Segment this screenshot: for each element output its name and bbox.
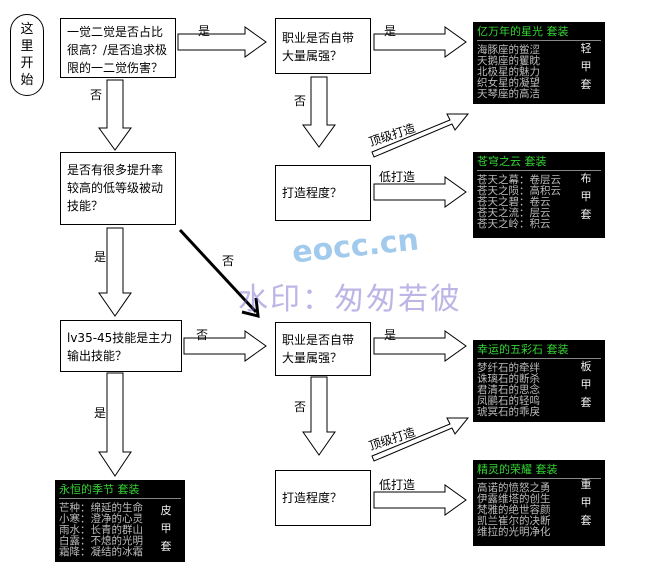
panel-item: 雨水：长青的群山 — [59, 524, 143, 536]
arrow-q4-yes — [98, 227, 132, 317]
panel-type: 皮 — [160, 504, 172, 517]
panel-item: 苍天之流：层云 — [477, 207, 551, 219]
arrow-q3-low — [373, 176, 467, 208]
edge-label: 是 — [198, 24, 211, 38]
edge-label: 低打造 — [379, 478, 416, 492]
node-q7: 打造程度？ — [275, 470, 371, 526]
arrow-q2-no — [302, 76, 336, 148]
arrow-q4-no-head — [241, 297, 260, 318]
arrow-q6-top — [371, 417, 470, 462]
panel-item: 梦纤石的牵绊 — [477, 362, 540, 374]
panel-type: 套 — [580, 396, 592, 409]
start-node: 这里开始 — [10, 14, 44, 96]
edge-label: 是 — [94, 406, 107, 420]
node-q4: 是否有很多提升率较高的低等级被动技能？ — [60, 152, 176, 225]
edge-label: 否 — [196, 328, 209, 342]
panel-title: 亿万年的星光 套装 — [477, 24, 601, 41]
panel-item: 维拉的光明净化 — [477, 526, 551, 538]
equipment-panel: 幸运的五彩石 套装 梦纤石的牵绊 诛璃石的断杀 君清石的思念 凤鹂石的轻鸣 琥冥… — [473, 340, 605, 422]
panel-item: 芒种：绵延的生命 — [59, 502, 143, 514]
edge-label: 低打造 — [379, 170, 416, 184]
panel-type: 甲 — [160, 522, 172, 535]
panel-item: 诛璃石的断杀 — [477, 373, 540, 385]
panel-title: 精灵的荣耀 套装 — [477, 462, 601, 479]
panel-item: 凯兰崔尔的决断 — [477, 515, 551, 527]
node-q2: 职业是否自带大量属强？ — [275, 18, 371, 74]
panel-title: 永恒的季节 套装 — [59, 482, 181, 499]
panel-item: 小寒：澄净的心灵 — [59, 513, 143, 525]
arrow-q5-yes — [98, 372, 132, 477]
node-q6: 职业是否自带大量属强？ — [275, 322, 371, 376]
panel-type: 套 — [580, 78, 592, 91]
equipment-panel: 亿万年的星光 套装 海豚座的鲎涩 天鹅座的矍眈 北极星的魅力 织女星的凝望 天琴… — [473, 22, 605, 104]
panel-item: 白露：不熄的光明 — [59, 535, 143, 547]
panel-type: 重 — [580, 478, 592, 491]
edge-label: 是 — [94, 250, 107, 264]
panel-item: 天琴座的高洁 — [477, 88, 540, 100]
panel-item: 天鹅座的矍眈 — [477, 55, 540, 67]
edge-label: 否 — [90, 88, 103, 102]
node-q5: lv35-45技能是主力输出技能？ — [60, 320, 182, 372]
edge-label: 是 — [384, 24, 397, 38]
arrow-q2-top — [371, 113, 470, 158]
panel-item: 梵雅的绝世容颜 — [477, 504, 551, 516]
panel-item: 凤鹂石的轻鸣 — [477, 395, 540, 407]
arrow-q1-no — [98, 79, 132, 151]
panel-item: 琥冥石的乖戾 — [477, 406, 540, 418]
arrow-q7-low — [373, 484, 467, 516]
panel-item: 苍天之陨：高积云 — [477, 185, 561, 197]
panel-type: 板 — [580, 360, 592, 373]
panel-title: 苍穹之云 套装 — [477, 154, 601, 171]
panel-type: 轻 — [580, 42, 592, 55]
panel-item: 织女星的凝望 — [477, 77, 540, 89]
panel-item: 苍天之碧：卷云 — [477, 196, 551, 208]
edge-label: 否 — [294, 94, 307, 108]
panel-item: 君清石的思念 — [477, 384, 540, 396]
arrow-q6-no — [302, 376, 336, 456]
node-q1: 一觉二觉是否占比很高？/是否追求极限的一二觉伤害？ — [60, 18, 176, 78]
panel-item: 海豚座的鲎涩 — [477, 44, 540, 56]
arrow-q5-no — [183, 330, 267, 362]
panel-item: 伊露维塔的创生 — [477, 493, 551, 505]
panel-type: 甲 — [580, 60, 592, 73]
panel-title: 幸运的五彩石 套装 — [477, 342, 601, 359]
panel-item: 高诺的愤怒之勇 — [477, 482, 551, 494]
equipment-panel: 永恒的季节 套装 芒种：绵延的生命 小寒：澄净的心灵 雨水：长青的群山 白露：不… — [55, 480, 185, 562]
panel-type: 套 — [160, 540, 172, 553]
node-q3: 打造程度？ — [275, 165, 371, 221]
edge-label: 否 — [222, 254, 235, 268]
edge-label: 是 — [384, 328, 397, 342]
equipment-panel: 精灵的荣耀 套装 高诺的愤怒之勇 伊露维塔的创生 梵雅的绝世容颜 凯兰崔尔的决断… — [473, 460, 605, 546]
panel-type: 甲 — [580, 190, 592, 203]
panel-item: 北极星的魅力 — [477, 66, 540, 78]
arrow-q1-yes — [177, 26, 267, 58]
arrow-q6-yes — [373, 330, 467, 362]
panel-type: 套 — [580, 514, 592, 527]
panel-type: 甲 — [580, 496, 592, 509]
panel-type: 套 — [580, 208, 592, 221]
watermark: 水印：匆匆若彼 — [238, 282, 462, 317]
panel-type: 布 — [580, 172, 592, 185]
arrow-q2-yes — [373, 26, 467, 58]
panel-item: 苍天之幕：卷层云 — [477, 174, 561, 186]
panel-type: 甲 — [580, 378, 592, 391]
equipment-panel: 苍穹之云 套装 苍天之幕：卷层云 苍天之陨：高积云 苍天之碧：卷云 苍天之流：层… — [473, 152, 605, 238]
panel-item: 苍天之岭：积云 — [477, 218, 551, 230]
panel-item: 霜降：凝结的冰霜 — [59, 546, 143, 558]
edge-label: 否 — [294, 400, 307, 414]
arrow-q4-no — [178, 228, 258, 314]
